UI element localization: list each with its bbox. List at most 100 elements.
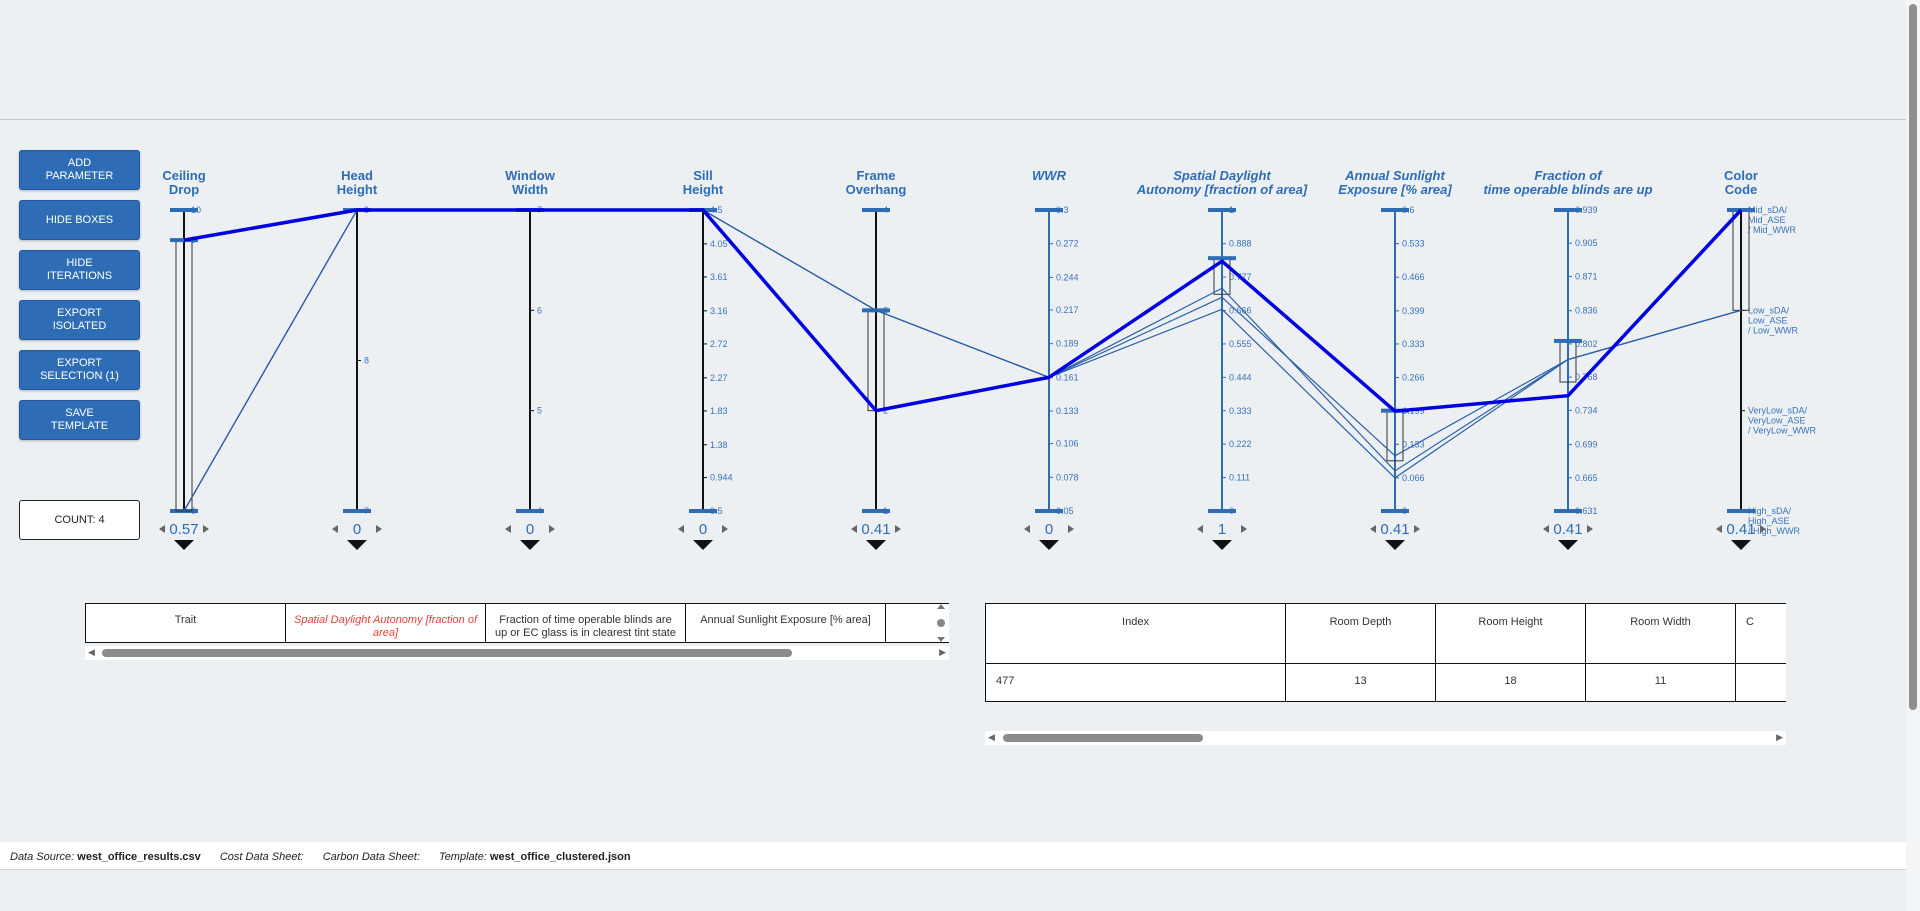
add-parameter-button[interactable]: ADD PARAMETER — [19, 150, 140, 190]
axis-top-cap[interactable] — [1381, 208, 1409, 212]
tick-label: 2.27 — [710, 373, 728, 383]
scroll-right-icon[interactable]: ▶ — [939, 647, 946, 657]
iteration-line[interactable] — [183, 209, 1742, 512]
cost-sheet-label: Cost Data Sheet: — [219, 851, 304, 863]
trait-table-hscroll[interactable]: ◀ ▶ — [85, 646, 949, 660]
arrow-left-icon[interactable] — [851, 525, 857, 533]
tick-label: 0.399 — [1402, 306, 1425, 316]
index-table-hscroll[interactable]: ◀ ▶ — [985, 731, 1786, 745]
arrow-left-icon[interactable] — [678, 525, 684, 533]
scroll-left-icon[interactable]: ◀ — [988, 732, 995, 742]
tick-label: 0.066 — [1402, 473, 1425, 483]
arrow-right-icon[interactable] — [1414, 525, 1420, 533]
arrow-left-icon[interactable] — [1024, 525, 1030, 533]
truncated-header[interactable]: C — [1735, 603, 1786, 664]
blinds-header[interactable]: Fraction of time operable blinds are up … — [485, 603, 686, 643]
axis-value: 0 — [699, 521, 707, 538]
scroll-left-icon[interactable]: ◀ — [88, 647, 95, 657]
axis-top-cap[interactable] — [170, 208, 198, 212]
hide-boxes-button[interactable]: HIDE BOXES — [19, 200, 140, 240]
tick-label: 0.161 — [1056, 372, 1079, 382]
brush-handle[interactable] — [1208, 256, 1236, 261]
scroll-thumb[interactable] — [1003, 734, 1203, 742]
arrow-left-icon[interactable] — [1370, 525, 1376, 533]
room-depth-header[interactable]: Room Depth — [1285, 603, 1436, 664]
axis-value: 0 — [353, 521, 361, 538]
axis-value: 0 — [1045, 521, 1053, 538]
dropdown-triangle-icon[interactable] — [1558, 540, 1578, 550]
index-header[interactable]: Index — [985, 603, 1286, 664]
footer-bar: Data Source: west_office_results.csv Cos… — [0, 842, 1906, 870]
axis-top-cap[interactable] — [862, 208, 890, 212]
axis-bottom-cap[interactable] — [1727, 509, 1755, 513]
iteration-line[interactable] — [183, 209, 1742, 512]
dropdown-triangle-icon[interactable] — [174, 540, 194, 550]
trait-table: Trait Spatial Daylight Autonomy [fractio… — [85, 603, 949, 643]
tick-label: 0.802 — [1575, 339, 1598, 349]
dropdown-triangle-icon[interactable] — [1731, 540, 1751, 550]
tick-label: 0.333 — [1402, 339, 1425, 349]
tick-label: 1.83 — [710, 406, 728, 416]
brush-handle[interactable] — [170, 238, 198, 243]
arrow-left-icon[interactable] — [1197, 525, 1203, 533]
axis-bottom-cap[interactable] — [1381, 509, 1409, 513]
trait-table-vscroll[interactable] — [934, 603, 948, 643]
arrow-right-icon[interactable] — [1068, 525, 1074, 533]
ase-header[interactable]: Annual Sunlight Exposure [% area] — [685, 603, 886, 643]
dropdown-triangle-icon[interactable] — [347, 540, 367, 550]
axis-bottom-cap[interactable] — [689, 509, 717, 513]
dropdown-triangle-icon[interactable] — [693, 540, 713, 550]
room-width-header[interactable]: Room Width — [1585, 603, 1736, 664]
iteration-line[interactable] — [183, 209, 1742, 512]
arrow-right-icon[interactable] — [722, 525, 728, 533]
arrow-left-icon[interactable] — [1543, 525, 1549, 533]
scroll-thumb[interactable] — [102, 649, 792, 657]
dropdown-triangle-icon[interactable] — [520, 540, 540, 550]
arrow-left-icon[interactable] — [505, 525, 511, 533]
room-height-header[interactable]: Room Height — [1435, 603, 1586, 664]
tick-label: 0.222 — [1229, 439, 1252, 449]
arrow-right-icon[interactable] — [549, 525, 555, 533]
axis-top-cap[interactable] — [1208, 208, 1236, 212]
dropdown-triangle-icon[interactable] — [1212, 540, 1232, 550]
parallel-coordinates-chart[interactable]: CeilingDrop1090HeadHeight987WindowWidth7… — [0, 160, 1880, 560]
axis-title: Spatial Daylight — [1173, 168, 1271, 183]
tick-label: / Mid_WWR — [1748, 225, 1796, 235]
table-row[interactable]: 477 13 18 11 — [985, 663, 1786, 702]
arrow-left-icon[interactable] — [159, 525, 165, 533]
page-scroll-thumb[interactable] — [1909, 4, 1917, 710]
scroll-right-icon[interactable]: ▶ — [1776, 732, 1783, 742]
axis-top-cap[interactable] — [1035, 208, 1063, 212]
selected-iteration-line[interactable] — [183, 208, 1743, 413]
axis-bottom-cap[interactable] — [343, 509, 371, 513]
cell-room-depth: 13 — [1285, 663, 1436, 702]
dropdown-triangle-icon[interactable] — [1385, 540, 1405, 550]
sda-header[interactable]: Spatial Daylight Autonomy [fraction of a… — [285, 603, 486, 643]
arrow-right-icon[interactable] — [1587, 525, 1593, 533]
arrow-right-icon[interactable] — [1760, 525, 1766, 533]
axis-bottom-cap[interactable] — [1035, 509, 1063, 513]
arrow-right-icon[interactable] — [203, 525, 209, 533]
axis-bottom-cap[interactable] — [516, 509, 544, 513]
tick-label: 0.111 — [1229, 473, 1250, 483]
arrow-right-icon[interactable] — [376, 525, 382, 533]
dropdown-triangle-icon[interactable] — [866, 540, 886, 550]
arrow-right-icon[interactable] — [1241, 525, 1247, 533]
export-isolated-button[interactable]: EXPORT ISOLATED — [19, 300, 140, 340]
axis-value: 0 — [526, 521, 534, 538]
arrow-left-icon[interactable] — [1716, 525, 1722, 533]
axis-top-cap[interactable] — [1554, 208, 1582, 212]
axis-title: Exposure [% area] — [1338, 182, 1452, 197]
axis-bottom-cap[interactable] — [1554, 509, 1582, 513]
hide-iterations-button[interactable]: HIDE ITERATIONS — [19, 250, 140, 290]
brush-handle[interactable] — [1554, 338, 1582, 343]
axis-bottom-cap[interactable] — [862, 509, 890, 513]
tick-label: 0.133 — [1402, 439, 1425, 449]
arrow-left-icon[interactable] — [332, 525, 338, 533]
tick-label: 3.16 — [710, 306, 728, 316]
dropdown-triangle-icon[interactable] — [1039, 540, 1059, 550]
arrow-right-icon[interactable] — [895, 525, 901, 533]
export-selection-button[interactable]: EXPORT SELECTION (1) — [19, 350, 140, 390]
axis-bottom-cap[interactable] — [1208, 509, 1236, 513]
save-template-button[interactable]: SAVE TEMPLATE — [19, 400, 140, 440]
